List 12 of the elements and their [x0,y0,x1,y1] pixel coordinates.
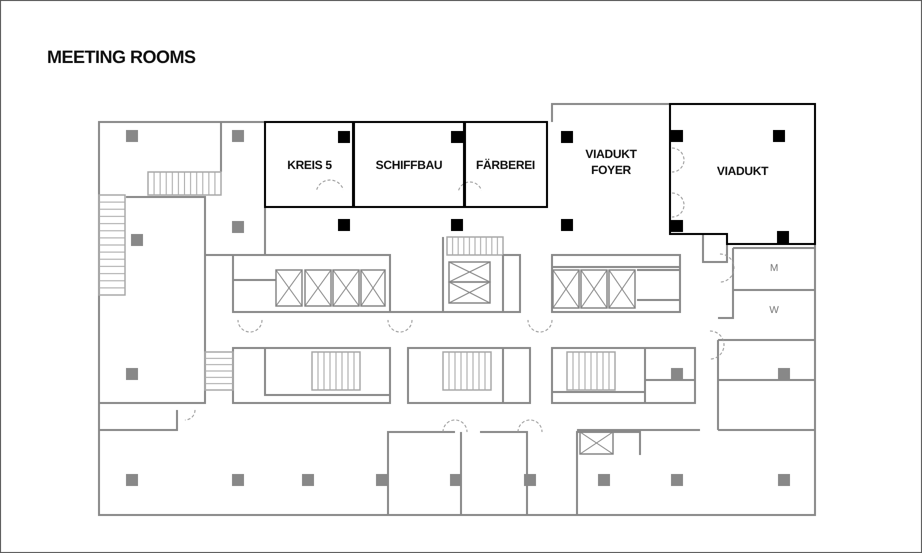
room-label: KREIS 5 [287,156,332,172]
meeting-room [670,104,815,244]
meeting-room [353,122,465,207]
room-label: VIADUKT FOYER [584,146,638,178]
room-label: SCHIFFBAU [376,156,442,172]
meeting-room [265,122,354,207]
room-label: VIADUKT [716,162,768,178]
room-label: M [770,262,778,276]
room-label: FÄRBEREI [476,156,535,172]
meeting-room [464,122,547,207]
title: MEETING ROOMS [47,47,196,68]
room-label: W [769,304,779,318]
